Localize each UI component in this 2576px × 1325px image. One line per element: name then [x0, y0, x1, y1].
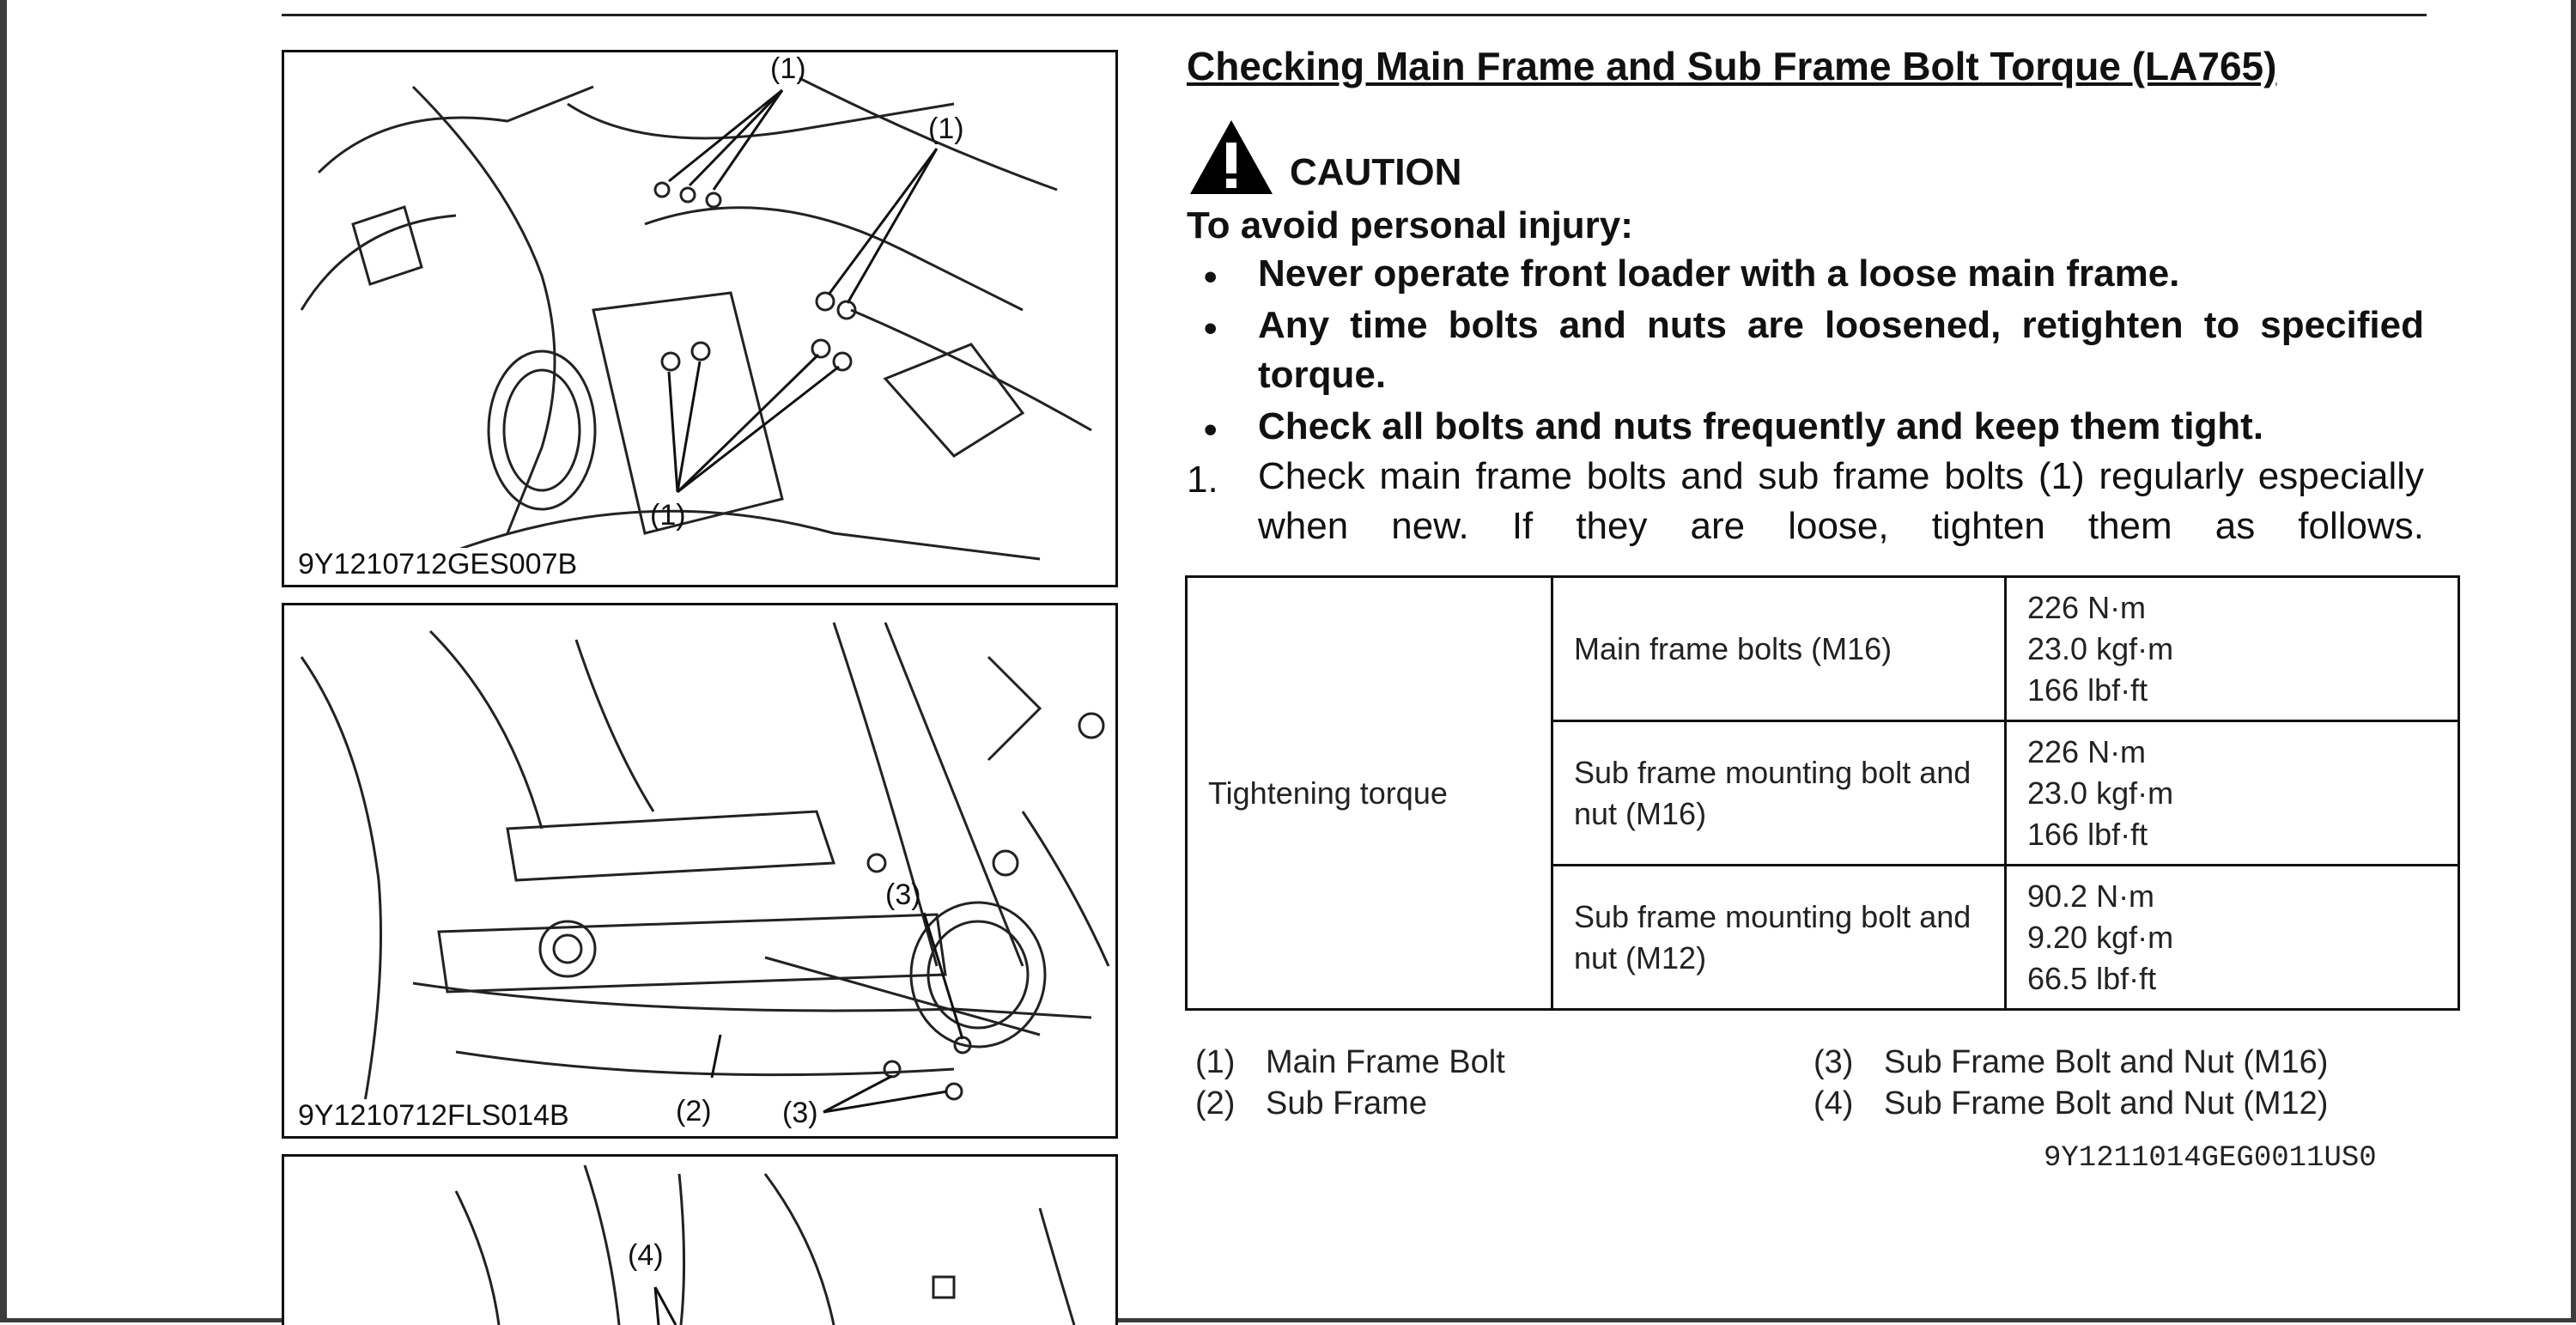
- legend-label-3: Sub Frame Bolt and Nut (M16): [1884, 1044, 2329, 1080]
- warning-bullet-1: Never operate front loader with a loose …: [1258, 252, 2180, 295]
- legend-label-2: Sub Frame: [1266, 1085, 1427, 1121]
- figure-sub-frame-bolts: (3) (2) (3) 9Y1210712FLS014B: [282, 603, 1118, 1139]
- warning-bullet-2: Any time bolts and nuts are loosened, re…: [1258, 304, 2424, 396]
- window-right-edge: [2571, 0, 2576, 1322]
- callout-3-lower: (3): [782, 1097, 818, 1129]
- window-left-edge: [0, 0, 7, 1322]
- legend-label-1: Main Frame Bolt: [1266, 1044, 1505, 1080]
- warning-lead: To avoid personal injury:: [1187, 204, 1633, 246]
- item-label: Sub frame mounting bolt and nut (M12): [1574, 898, 1971, 976]
- table-row: Sub frame mounting bolt and nut (M16) 22…: [1187, 720, 2460, 866]
- bullet-glyph: •: [1204, 256, 1218, 298]
- legend-num-2: (2): [1195, 1085, 1236, 1121]
- torque-lbfft: 166 lbf·ft: [2027, 672, 2148, 708]
- bullet-glyph: •: [1204, 307, 1218, 349]
- item-label: Sub frame mounting bolt and nut (M16): [1574, 754, 1971, 831]
- figure-main-frame-bolts: (1) (1) (1) 9Y1210712GES007B: [282, 50, 1118, 587]
- section-title: Checking Main Frame and Sub Frame Bolt T…: [1187, 44, 2277, 88]
- sub-frame-drawing: (3) (2) (3): [300, 622, 1110, 1129]
- legend-num-1: (1): [1195, 1044, 1236, 1080]
- step-number: 1.: [1187, 459, 1218, 501]
- torque-nm: 90.2 N·m: [2027, 878, 2155, 914]
- row-header-cell: Tightening torque: [1185, 575, 1553, 1011]
- figure-sub-frame-m12: (4): [282, 1154, 1118, 1325]
- legend-label-4: Sub Frame Bolt and Nut (M12): [1884, 1085, 2329, 1121]
- torque-nm: 226 N·m: [2027, 733, 2147, 769]
- callout-2: (2): [676, 1095, 712, 1127]
- callout-1-top: (1): [770, 52, 806, 85]
- figure-code: 9Y1210712GES007B: [295, 548, 581, 581]
- callout-3-upper: (3): [885, 878, 921, 911]
- torque-lbfft: 166 lbf·ft: [2027, 816, 2148, 852]
- callout-4: (4): [628, 1239, 664, 1272]
- figure-code: 9Y1210712FLS014B: [295, 1099, 573, 1133]
- tightening-torque-label: Tightening torque: [1208, 775, 1448, 811]
- main-frame-drawing: (1) (1) (1): [300, 52, 1092, 561]
- step-text: Check main frame bolts and sub frame bol…: [1258, 455, 2424, 547]
- window-bottom-edge: [0, 1318, 2576, 1322]
- item-cell: Sub frame mounting bolt and nut (M16): [1551, 720, 2007, 866]
- legend-num-3: (3): [1814, 1044, 1854, 1080]
- torque-nm: 226 N·m: [2027, 589, 2147, 625]
- callout-1-bottom: (1): [650, 499, 686, 532]
- torque-kgfm: 23.0 kgf·m: [2027, 775, 2174, 811]
- torque-lbfft: 66.5 lbf·ft: [2027, 960, 2157, 996]
- torque-kgfm: 23.0 kgf·m: [2027, 630, 2174, 666]
- legend-num-4: (4): [1814, 1085, 1854, 1121]
- item-cell: Sub frame mounting bolt and nut (M12): [1551, 864, 2007, 1011]
- page-top-rule: [282, 14, 2427, 16]
- value-cell: 226 N·m 23.0 kgf·m 166 lbf·ft: [2004, 575, 2460, 722]
- torque-kgfm: 9.20 kgf·m: [2027, 919, 2174, 955]
- sub-frame-m12-drawing: (4): [454, 1164, 1076, 1325]
- warning-bullet-3: Check all bolts and nuts frequently and …: [1258, 405, 2264, 447]
- caution-label: CAUTION: [1290, 151, 1462, 193]
- callout-1-right: (1): [928, 112, 964, 145]
- value-cell: 226 N·m 23.0 kgf·m 166 lbf·ft: [2004, 720, 2460, 866]
- bullet-glyph: •: [1204, 409, 1218, 451]
- item-label: Main frame bolts (M16): [1574, 630, 1893, 666]
- table-row: Sub frame mounting bolt and nut (M12) 90…: [1187, 864, 2460, 1011]
- item-cell: Main frame bolts (M16): [1551, 575, 2007, 722]
- caution-triangle-icon: [1190, 120, 1273, 194]
- table-row: Tightening torque Main frame bolts (M16)…: [1185, 575, 2460, 1011]
- document-code: 9Y1211014GEG0011US0: [2044, 1142, 2377, 1175]
- value-cell: 90.2 N·m 9.20 kgf·m 66.5 lbf·ft: [2004, 864, 2460, 1011]
- torque-table: Tightening torque Main frame bolts (M16)…: [1185, 575, 2460, 1011]
